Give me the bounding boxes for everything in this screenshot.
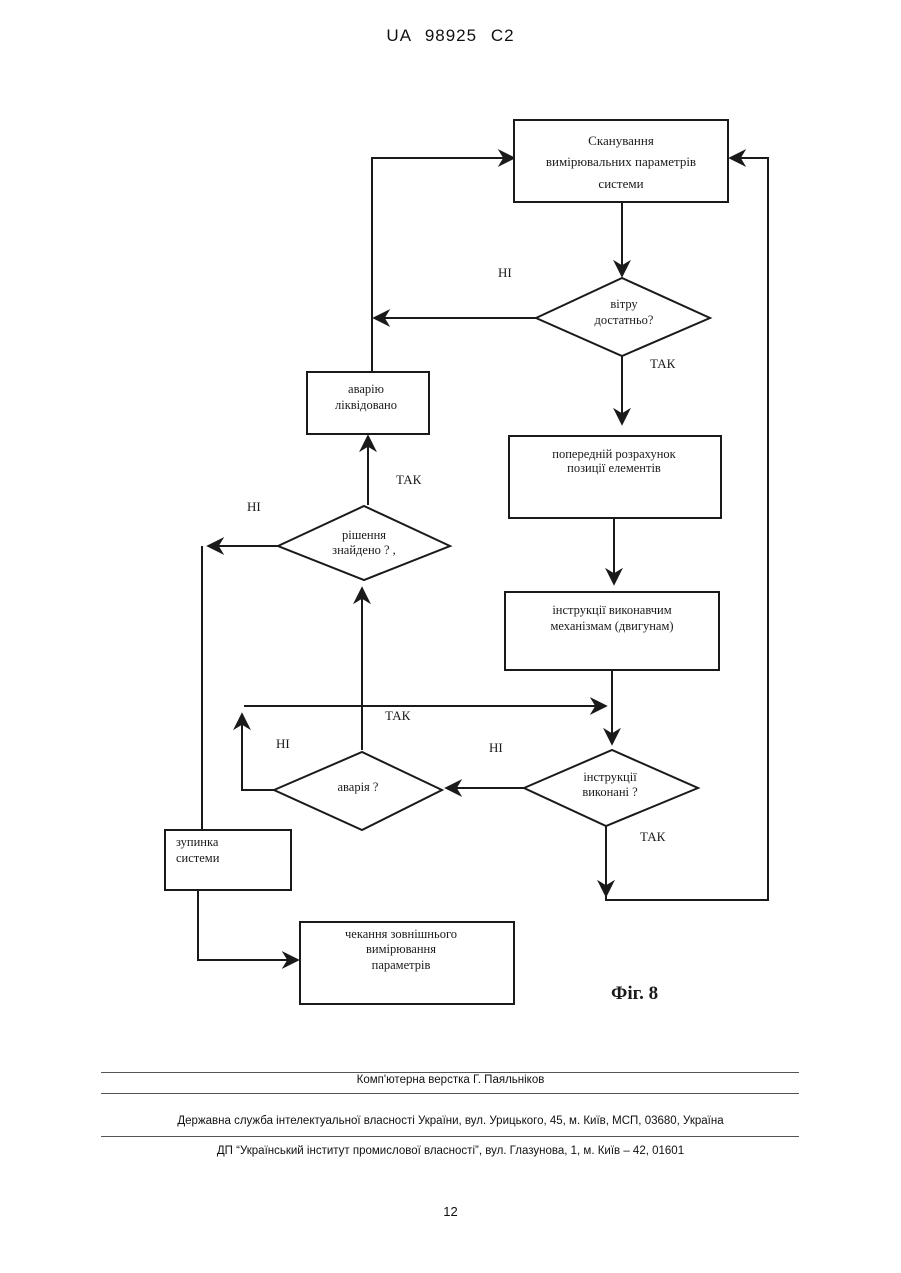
svg-text:Сканування: Сканування	[588, 133, 654, 148]
label-yes-accident-loop: ТАК	[385, 708, 411, 723]
wind-decision: вітру достатньо?	[536, 278, 710, 356]
svg-text:позиції елементів: позиції елементів	[567, 461, 661, 475]
page-number: 12	[0, 1204, 901, 1219]
label-no-accident: НІ	[276, 736, 290, 751]
solution-decision: рішення знайдено ? ,	[278, 506, 450, 580]
label-yes-executed: ТАК	[640, 829, 666, 844]
svg-text:попередній розрахунок: попередній розрахунок	[552, 447, 676, 461]
footer-rule-middle	[101, 1093, 799, 1094]
waiting-box: чекання зовнішнього вимірювання параметр…	[300, 922, 514, 1004]
svg-text:ліквідовано: ліквідовано	[335, 398, 397, 412]
svg-text:аварія ?: аварія ?	[338, 780, 379, 794]
svg-text:параметрів: параметрів	[372, 958, 431, 972]
footer-rule-bottom	[101, 1136, 799, 1137]
instructions-box: інструкції виконавчим механізмам (двигун…	[505, 592, 719, 670]
arrow-accident-no-left	[242, 714, 274, 790]
executed-decision: інструкції виконані ?	[524, 750, 698, 826]
svg-text:вітру: вітру	[610, 297, 638, 311]
svg-text:чекання зовнішнього: чекання зовнішнього	[345, 927, 457, 941]
accident-decision: аварія ?	[274, 752, 442, 830]
label-no-wind: НІ	[498, 265, 512, 280]
precalc-box: попередній розрахунок позиції елементів	[509, 436, 721, 518]
svg-text:системи: системи	[176, 851, 220, 865]
svg-text:аварію: аварію	[348, 382, 384, 396]
label-no-solution: НІ	[247, 499, 261, 514]
svg-text:виконані ?: виконані ?	[582, 785, 638, 799]
label-yes-solution: ТАК	[396, 472, 422, 487]
label-yes-wind: ТАК	[650, 356, 676, 371]
svg-text:вимірювальних параметрів: вимірювальних параметрів	[546, 154, 696, 169]
svg-text:достатньо?: достатньо?	[595, 313, 654, 327]
svg-text:зупинка: зупинка	[176, 835, 219, 849]
svg-text:механізмам (двигунам): механізмам (двигунам)	[550, 619, 673, 633]
arrow-eliminated-to-scan	[372, 158, 514, 372]
svg-text:системи: системи	[598, 176, 643, 191]
eliminated-box: аварію ліквідовано	[307, 372, 429, 434]
stop-box: зупинка системи	[165, 830, 291, 890]
svg-text:інструкції виконавчим: інструкції виконавчим	[552, 603, 671, 617]
footer-service: Державна служба інтелектуальної власност…	[0, 1115, 901, 1127]
footer-layout-credit: Комп'ютерна верстка Г. Паяльніков	[0, 1074, 901, 1086]
arrow-stop-to-waiting	[198, 890, 298, 960]
svg-text:рішення: рішення	[342, 528, 386, 542]
label-no-executed: НІ	[489, 740, 503, 755]
footer-rule-top	[101, 1072, 799, 1073]
svg-text:вимірювання: вимірювання	[366, 942, 436, 956]
svg-text:інструкції: інструкції	[583, 770, 637, 784]
svg-text:знайдено ? ,: знайдено ? ,	[332, 543, 396, 557]
footer-institute: ДП “Український інститут промислової вла…	[0, 1145, 901, 1157]
scan-box: Сканування вимірювальних параметрів сист…	[514, 120, 728, 202]
figure-label: Фіг. 8	[611, 983, 658, 1004]
